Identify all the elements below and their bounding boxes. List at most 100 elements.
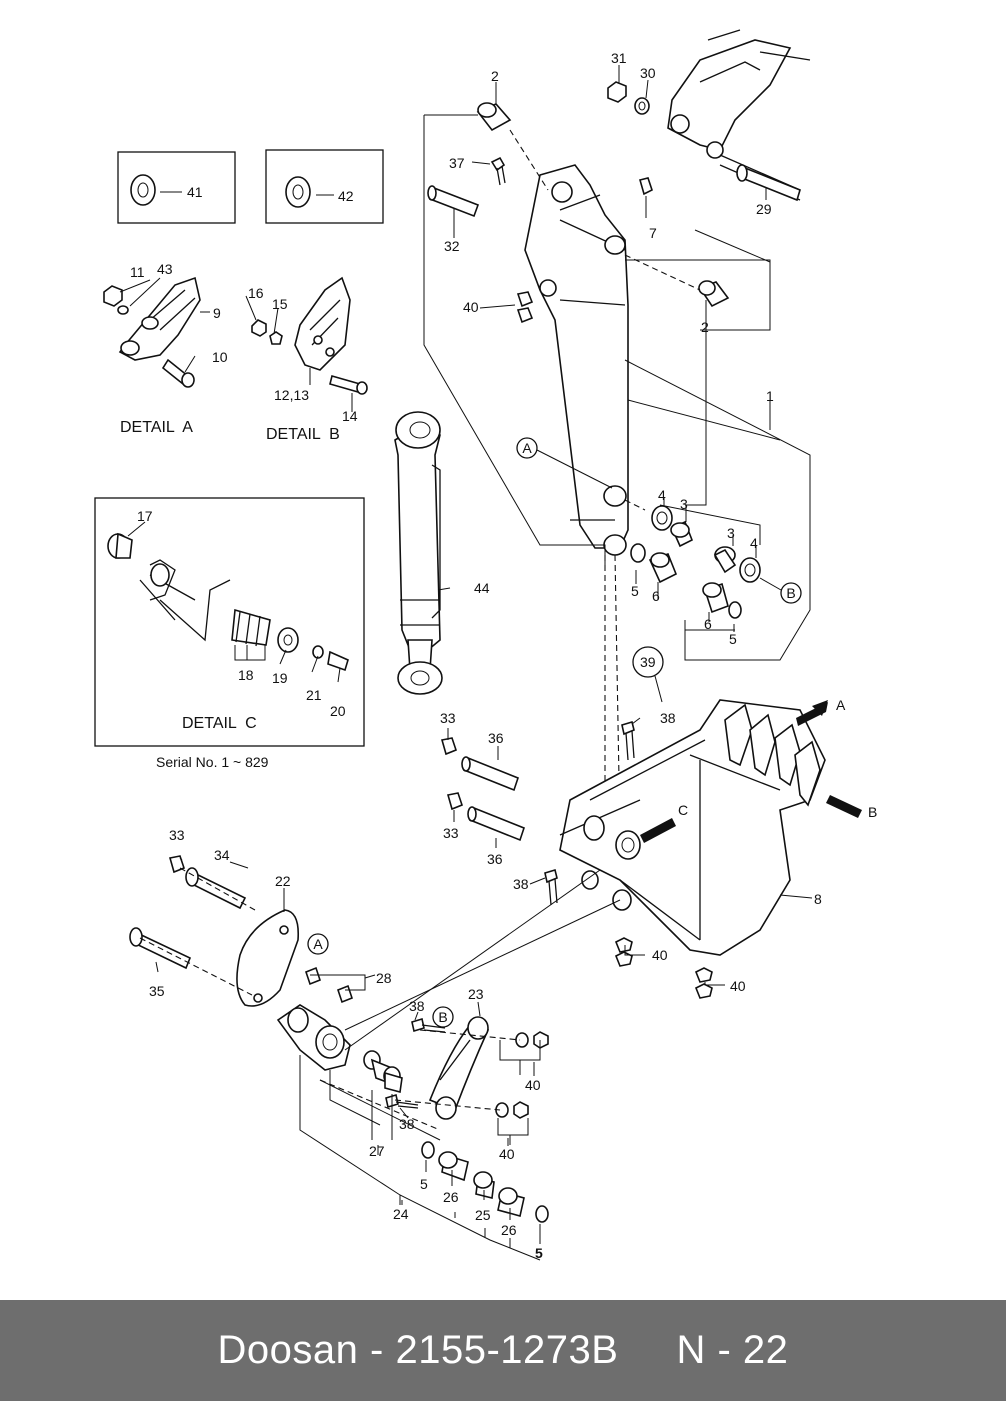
label-2-lower: 2 — [701, 319, 709, 335]
footer-text: Doosan - 2155-1273B N - 22 — [217, 1328, 789, 1372]
link-23 — [428, 1016, 490, 1120]
callout-b-top-text: B — [786, 585, 795, 601]
pin-32 — [427, 185, 480, 218]
label-44: 44 — [474, 580, 490, 596]
detail-c-caption: DETAIL C — [182, 715, 257, 732]
detail-a-caption: DETAIL A — [120, 419, 193, 436]
label-27: 27 — [369, 1143, 385, 1159]
label-37: 37 — [449, 155, 465, 171]
label-40-a: 40 — [463, 299, 479, 315]
label-40-d: 40 — [525, 1077, 541, 1093]
callout-b-bottom-text: B — [438, 1009, 447, 1025]
label-26-b: 26 — [501, 1222, 517, 1238]
detail-b-caption: DETAIL B — [266, 426, 340, 443]
label-9: 9 — [213, 305, 221, 321]
detail-a-drawing — [103, 276, 210, 388]
grease-fitting-7 — [639, 177, 653, 196]
parts-diagram: A B A B 1 2 2 3 3 4 4 5 5 5 5 6 6 7 8 9 — [94, 29, 877, 1261]
label-20: 20 — [330, 703, 346, 719]
label-35: 35 — [149, 983, 165, 999]
arrow-b — [826, 795, 862, 818]
washer-30 — [634, 97, 650, 115]
pin-35 — [129, 927, 192, 970]
label-15: 15 — [272, 296, 288, 312]
label-3-right: 3 — [727, 525, 735, 541]
label-23: 23 — [468, 986, 484, 1002]
label-arrow-b: B — [868, 804, 877, 820]
callout-39 — [632, 646, 664, 703]
label-25: 25 — [475, 1207, 491, 1223]
label-14: 14 — [342, 408, 358, 424]
label-38-b: 38 — [513, 876, 529, 892]
label-5-b: 5 — [729, 631, 737, 647]
label-2-upper: 2 — [491, 68, 499, 84]
label-8: 8 — [814, 891, 822, 907]
label-40-c: 40 — [730, 978, 746, 994]
link-bushings — [363, 1050, 549, 1223]
label-6-b: 6 — [704, 616, 712, 632]
label-42: 42 — [338, 188, 354, 204]
label-41: 41 — [187, 184, 203, 200]
callout-a-bottom-text: A — [313, 936, 323, 952]
captions: DETAIL A DETAIL B DETAIL C Serial No. 1 … — [120, 419, 340, 770]
label-38-a: 38 — [660, 710, 676, 726]
label-31: 31 — [611, 50, 627, 66]
label-4-left: 4 — [658, 487, 666, 503]
arrow-c — [640, 818, 676, 843]
detail-41-box — [117, 151, 236, 224]
label-5-a: 5 — [631, 583, 639, 599]
bush-2-lower — [698, 280, 730, 308]
bolts-38-bucket — [544, 720, 635, 906]
label-36-a: 36 — [488, 730, 504, 746]
label-32: 32 — [444, 238, 460, 254]
callout-a-top-text: A — [522, 440, 532, 456]
bush-2-upper — [476, 102, 512, 132]
detail-42-box — [265, 149, 384, 224]
label-12-13: 12,13 — [274, 387, 309, 403]
arm-body — [524, 164, 629, 556]
label-30: 30 — [640, 65, 656, 81]
callout-a-top: A — [516, 437, 613, 489]
pins-36 — [461, 756, 525, 842]
pin-29 — [736, 164, 801, 202]
footer-bar: Doosan - 2155-1273B N - 22 — [0, 1300, 1006, 1401]
part-labels: 1 2 2 3 3 4 4 5 5 5 5 6 6 7 8 9 10 11 12… — [130, 50, 877, 1261]
bolt-37 — [490, 156, 506, 186]
label-40-e: 40 — [499, 1146, 515, 1162]
nut-31 — [607, 81, 627, 103]
label-7: 7 — [649, 225, 657, 241]
label-4-right: 4 — [750, 535, 758, 551]
bracket-lines-top — [423, 114, 811, 836]
arrow-a — [796, 700, 828, 726]
label-arrow-c: C — [678, 802, 688, 818]
label-29: 29 — [756, 201, 772, 217]
detail-b-drawing — [251, 276, 368, 395]
label-43: 43 — [157, 261, 173, 277]
label-40-b: 40 — [652, 947, 668, 963]
bucket-8 — [559, 699, 826, 956]
grease-fittings-28 — [305, 966, 353, 1004]
callout-a-bottom: A — [307, 933, 329, 955]
nuts-40-arm — [516, 291, 534, 324]
label-33-c: 33 — [169, 827, 185, 843]
serial-note: Serial No. 1 ~ 829 — [156, 754, 269, 770]
label-26-a: 26 — [443, 1189, 459, 1205]
callout-b-bottom: B — [432, 1006, 454, 1028]
nuts-40-link — [495, 1031, 549, 1119]
label-3-left: 3 — [680, 496, 688, 512]
label-38-c: 38 — [409, 998, 425, 1014]
label-28: 28 — [376, 970, 392, 986]
label-19: 19 — [272, 670, 288, 686]
label-5-c: 5 — [420, 1176, 428, 1192]
shim-22 — [236, 909, 300, 1007]
detail-c-box — [94, 497, 365, 747]
label-21: 21 — [306, 687, 322, 703]
label-6-a: 6 — [652, 588, 660, 604]
nuts-40-bucket — [614, 937, 713, 999]
leader-lines — [119, 65, 813, 1244]
cylinder-44 — [394, 411, 443, 695]
label-34: 34 — [214, 847, 230, 863]
label-24: 24 — [393, 1206, 409, 1222]
label-38-d: 38 — [399, 1116, 415, 1132]
label-1: 1 — [766, 388, 774, 404]
